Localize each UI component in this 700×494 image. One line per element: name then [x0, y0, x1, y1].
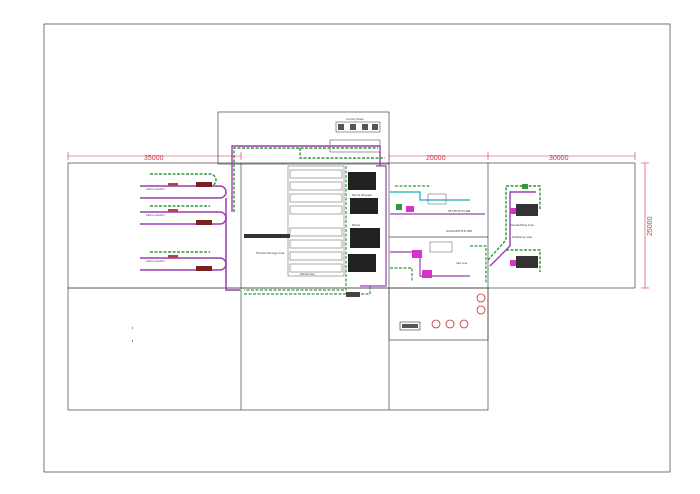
label-packer: Packer — [352, 223, 361, 227]
label-cap-line: Cap Line — [456, 261, 468, 265]
label-carton-erector-2: Carton erector — [146, 213, 166, 217]
dim-25000: 25000 — [647, 216, 654, 236]
serpentine-lines — [140, 173, 240, 291]
serpentine-machines — [168, 182, 212, 271]
legend-symbols — [399, 293, 486, 331]
dim-20000: 20000 — [426, 155, 446, 162]
label-cooling-tower: Cooling Tower — [346, 117, 365, 121]
dim-30000: 30000 — [549, 155, 569, 162]
label-palletizing: Palletizing Area — [512, 235, 532, 239]
label-carton-erector-3: Carton erector — [146, 259, 166, 263]
sheet-border — [43, 23, 671, 473]
right-area-machines — [510, 184, 538, 268]
warehouse-racks — [287, 165, 345, 277]
central-conveyor — [244, 234, 290, 238]
pet-bottle-line — [390, 185, 485, 215]
building-outlines — [67, 111, 636, 411]
dimension-lines — [67, 152, 649, 289]
label-glass-bottle-line: GLASS BOTTLE LINE — [446, 229, 472, 233]
packing-machines — [244, 165, 387, 297]
dim-35000: 35000 — [144, 155, 164, 162]
right-area-conveyors — [487, 185, 541, 272]
label-shrink-wrapper: Shrink Wrapper — [352, 193, 373, 197]
misc-marks — [132, 327, 133, 342]
label-warehouse: Warehouse — [300, 272, 315, 276]
cap-line — [390, 241, 487, 284]
cooling-tower: Cooling Tower — [329, 117, 381, 153]
label-carton-erector-1: Carton erector — [146, 187, 166, 191]
label-finished-storage: Finished Storage Area — [256, 251, 285, 255]
label-depalletizing: Depalletizing Area — [510, 223, 534, 227]
label-pet-bottle-line: PET BOTTLE LINE — [448, 209, 471, 213]
conveyor-top — [231, 145, 385, 212]
